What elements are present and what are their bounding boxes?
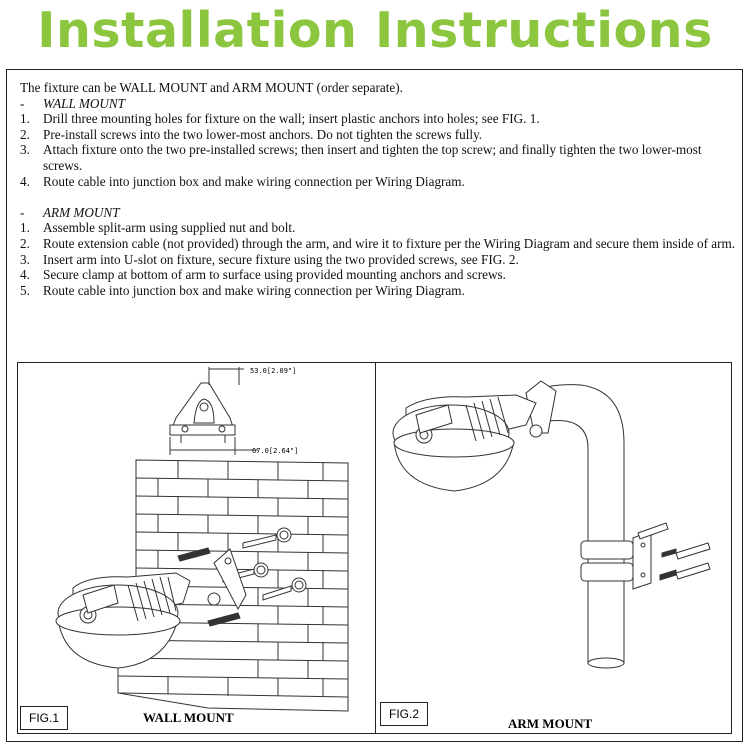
step-number: 1. bbox=[20, 111, 30, 127]
step-text: Insert arm into U-slot on fixture, secur… bbox=[43, 251, 519, 267]
step-text: Assemble split-arm using supplied nut an… bbox=[43, 220, 296, 236]
figure-2-panel: FIG.2 ARM MOUNT bbox=[375, 362, 732, 734]
figure-1-tag: FIG.1 bbox=[20, 706, 69, 730]
pole-clamp-drawing bbox=[581, 531, 651, 589]
list-item: 2. Pre-install screws into the two lower-… bbox=[20, 127, 738, 143]
instructions-text: The fixture can be WALL MOUNT and ARM MO… bbox=[20, 80, 738, 298]
light-fixture-drawing bbox=[393, 395, 542, 491]
step-text: Route cable into junction box and make w… bbox=[43, 282, 465, 298]
wall-bracket-drawing bbox=[208, 549, 246, 609]
figure-1-panel: 53.0[2.09"] 67.0[2.64"] FIG.1 WALL MOUNT bbox=[17, 362, 376, 734]
figure-2-tag: FIG.2 bbox=[380, 702, 429, 726]
bracket-detail-drawing bbox=[170, 367, 258, 455]
step-number: 4. bbox=[20, 267, 30, 283]
step-text: Secure clamp at bottom of arm to surface… bbox=[43, 267, 506, 283]
list-item: 1. Assemble split-arm using supplied nut … bbox=[20, 220, 738, 236]
step-text: Route extension cable (not provided) thr… bbox=[43, 235, 736, 251]
list-item: 1. Drill three mounting holes for fixture… bbox=[20, 111, 738, 127]
arm-pole-drawing bbox=[526, 381, 624, 668]
clamp-screws-drawing bbox=[638, 523, 710, 580]
section-dash: - bbox=[20, 204, 25, 220]
figure-1-caption: WALL MOUNT bbox=[143, 710, 234, 725]
instructions-frame bbox=[6, 69, 743, 742]
spacer bbox=[20, 189, 738, 205]
list-item: 3. Insert arm into U-slot on fixture, sec… bbox=[20, 252, 738, 268]
intro-text: The fixture can be WALL MOUNT and ARM MO… bbox=[20, 80, 403, 95]
step-number: 2. bbox=[20, 235, 30, 251]
section-title: WALL MOUNT bbox=[43, 95, 126, 111]
step-text: Drill three mounting holes for fixture o… bbox=[43, 111, 540, 127]
arm-mount-illustration bbox=[376, 363, 731, 733]
list-item: 4. Route cable into junction box and make… bbox=[20, 174, 738, 190]
figure-2-caption: ARM MOUNT bbox=[508, 716, 593, 731]
step-text: Pre-install screws into the two lower-mo… bbox=[43, 126, 483, 142]
step-text: Attach fixture onto the two pre-installe… bbox=[43, 142, 702, 173]
list-item: 5. Route cable into junction box and make… bbox=[20, 283, 738, 299]
step-number: 4. bbox=[20, 173, 30, 189]
dimension-top-label: 53.0[2.09"] bbox=[250, 367, 296, 375]
step-number: 1. bbox=[20, 220, 30, 236]
step-text: Route cable into junction box and make w… bbox=[43, 173, 465, 189]
wall-mount-heading: - WALL MOUNT bbox=[20, 96, 738, 112]
section-dash: - bbox=[20, 95, 25, 111]
list-item: 3. Attach fixture onto the two pre-instal… bbox=[20, 142, 738, 173]
arm-mount-heading: - ARM MOUNT bbox=[20, 205, 738, 221]
list-item: 2. Route extension cable (not provided) t… bbox=[20, 236, 738, 252]
step-number: 5. bbox=[20, 282, 30, 298]
page-title: Installation Instructions bbox=[37, 2, 713, 59]
section-title: ARM MOUNT bbox=[43, 204, 120, 220]
dimension-bottom-label: 67.0[2.64"] bbox=[252, 447, 298, 455]
wall-mount-illustration: 53.0[2.09"] 67.0[2.64"] bbox=[18, 367, 375, 733]
step-number: 3. bbox=[20, 142, 30, 158]
light-fixture-drawing bbox=[56, 573, 190, 668]
list-item: 4. Secure clamp at bottom of arm to surfa… bbox=[20, 267, 738, 283]
step-number: 3. bbox=[20, 251, 30, 267]
step-number: 2. bbox=[20, 126, 30, 142]
